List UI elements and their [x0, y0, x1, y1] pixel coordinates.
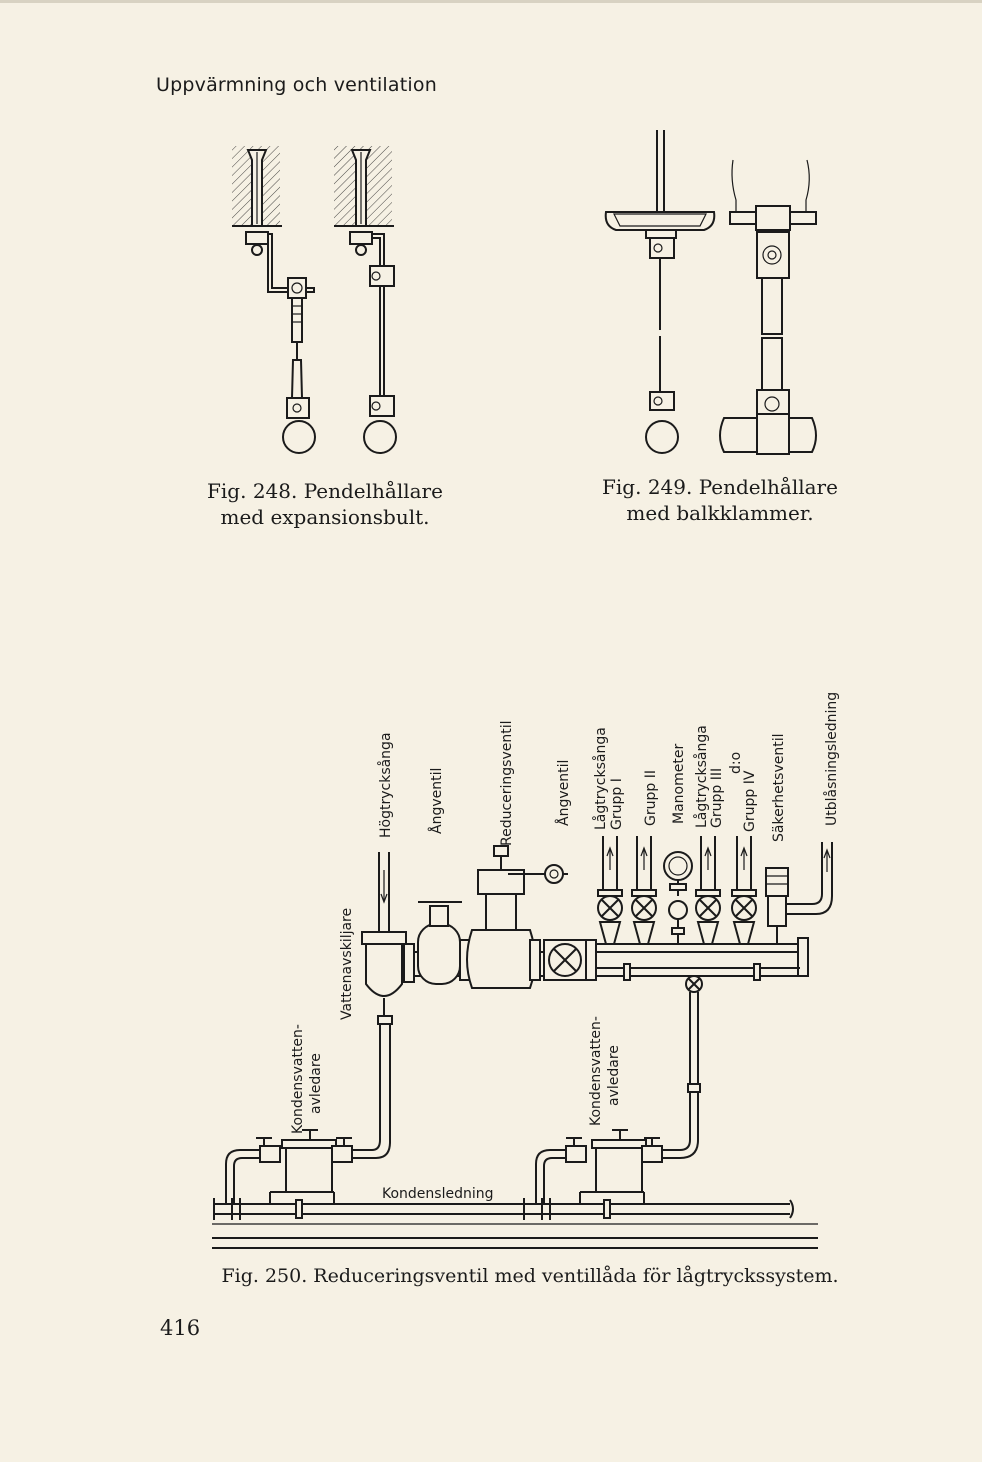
label-kondensledning: Kondensledning: [382, 1186, 494, 1202]
label-lagtrycksanga-1: Lågtrycksånga: [592, 727, 609, 830]
label-sakerhetsventil: Säkerhetsventil: [771, 733, 787, 842]
label-grupp-1: Grupp I: [609, 778, 625, 830]
fig250-drawing: Högtrycksånga Ångventil Reduceringsventi…: [212, 692, 840, 1249]
label-kondensvatten-1: Kondensvatten-: [290, 1024, 306, 1134]
running-head: Uppvärmning och ventilation: [156, 74, 437, 96]
fig249-drawing: [604, 130, 817, 455]
label-angventil-2: Ångventil: [555, 760, 572, 826]
label-grupp-4: Grupp IV: [742, 770, 758, 832]
label-grupp-2: Grupp II: [643, 770, 659, 826]
label-grupp-3: Grupp III: [709, 768, 725, 828]
label-angventil-1: Ångventil: [428, 768, 445, 834]
label-lagtrycksanga-2: Lågtrycksånga: [693, 725, 710, 828]
page-edge: [0, 0, 982, 3]
label-kondensvatten-2: Kondensvatten-: [588, 1016, 604, 1126]
caption-fig248-line1: Fig. 248. Pendelhållare: [207, 479, 443, 503]
label-avledare-2: avledare: [606, 1045, 622, 1106]
label-hogtrycksanga: Högtrycksånga: [377, 732, 394, 838]
caption-fig250: Fig. 250. Reduceringsventil med ventillå…: [221, 1265, 839, 1287]
caption-fig249: Fig. 249. Pendelhållare med balkklammer.: [570, 474, 870, 526]
label-avledare-1: avledare: [308, 1053, 324, 1114]
page-number: 416: [160, 1316, 201, 1340]
caption-fig248: Fig. 248. Pendelhållare med expansionsbu…: [160, 478, 490, 530]
label-dio: d:o: [728, 752, 744, 774]
caption-fig249-line1: Fig. 249. Pendelhållare: [602, 475, 838, 499]
label-manometer: Manometer: [671, 744, 687, 824]
caption-fig249-line2: med balkklammer.: [626, 501, 814, 525]
label-vattenavskiljare: Vattenavskiljare: [339, 908, 355, 1020]
fig248-drawing: [232, 146, 397, 454]
caption-fig248-line2: med expansionsbult.: [220, 505, 430, 529]
label-reduceringsventil: Reduceringsventil: [499, 720, 515, 846]
label-utblasningsledning: Utblåsningsledning: [823, 692, 840, 826]
